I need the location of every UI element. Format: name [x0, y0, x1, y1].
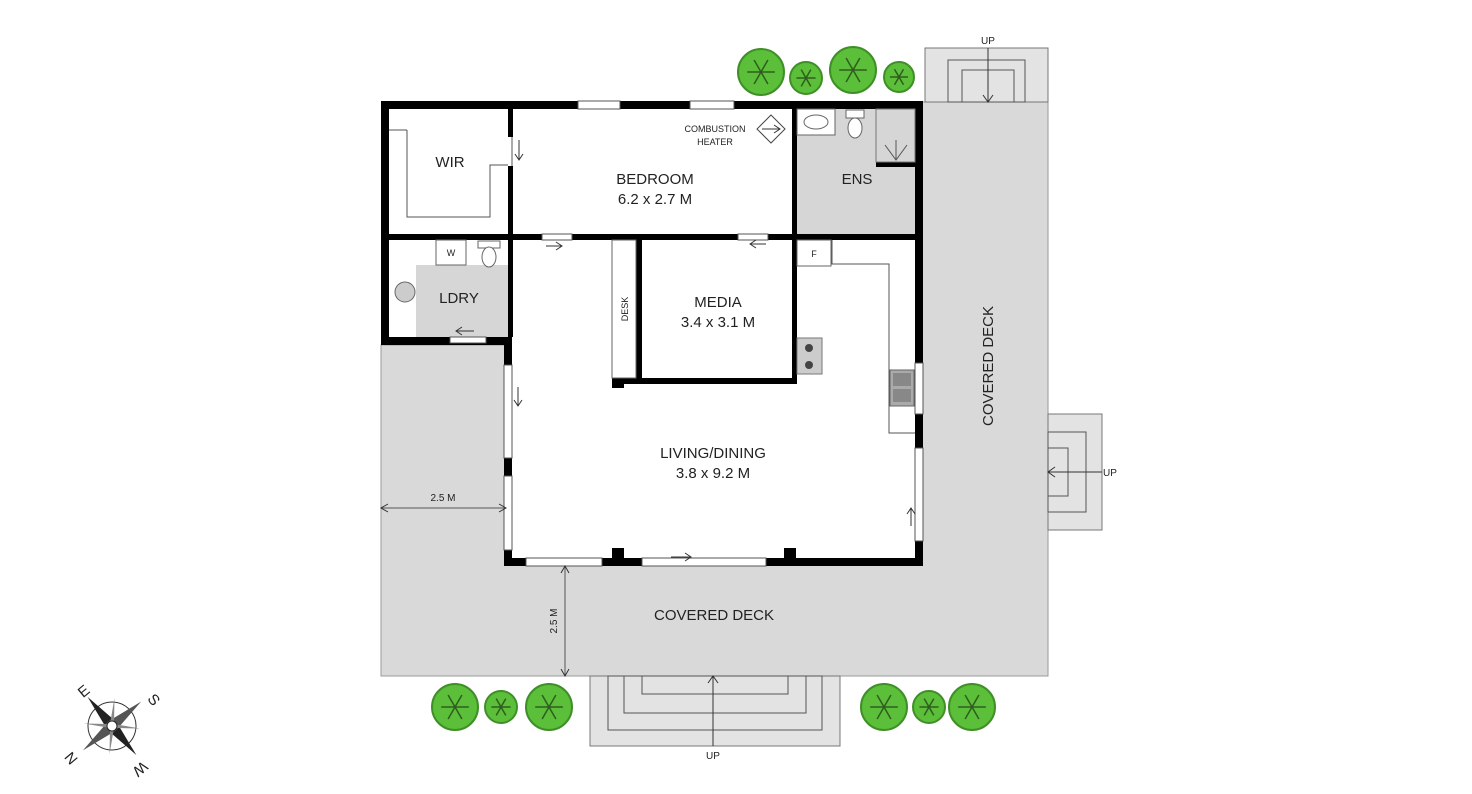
heater-icon	[756, 114, 786, 144]
stairs-right	[1047, 413, 1103, 531]
dimension-deck-left	[379, 503, 508, 513]
room-bedroom-label: BEDROOM	[616, 171, 694, 188]
dimension-deck-bottom-label: 2.5 M	[549, 608, 560, 633]
covered-deck	[380, 101, 1049, 677]
tree-icon	[883, 61, 915, 93]
stairs-top-label: UP	[981, 36, 995, 47]
room-ens-label: ENS	[842, 171, 873, 188]
washer-label: W	[447, 248, 456, 258]
room-media-size: 3.4 x 3.1 M	[681, 314, 755, 331]
room-living-label: LIVING/DINING	[660, 445, 766, 462]
dimension-deck-left-label: 2.5 M	[430, 493, 455, 504]
tree-icon	[948, 683, 996, 731]
door-markers	[449, 137, 916, 562]
trees	[431, 46, 996, 731]
desk	[611, 239, 637, 379]
heater-label-2: HEATER	[697, 137, 733, 147]
vanity	[796, 108, 836, 136]
deck-bottom-label: COVERED DECK	[654, 607, 774, 624]
room-wir-label: WIR	[435, 154, 464, 171]
room-bedroom-size: 6.2 x 2.7 M	[618, 191, 692, 208]
tree-icon	[525, 683, 573, 731]
stairs-bottom	[589, 675, 841, 747]
washer	[435, 239, 467, 266]
laundry-tub	[394, 281, 416, 303]
room-ldry-label: LDRY	[439, 290, 479, 307]
tree-icon	[431, 683, 479, 731]
compass-south: S	[144, 691, 163, 710]
stairs-bottom-label: UP	[706, 751, 720, 762]
stairs-top	[924, 47, 1049, 103]
deck-right-label: COVERED DECK	[980, 306, 997, 426]
tree-icon	[789, 61, 823, 95]
compass-north: N	[62, 748, 82, 767]
ensuite-toilet	[845, 109, 865, 119]
fridge-label: F	[811, 249, 817, 259]
tree-icon	[484, 690, 518, 724]
fridge	[796, 239, 832, 267]
tree-icon	[860, 683, 908, 731]
kitchen-bench	[831, 240, 915, 434]
room-media-label: MEDIA	[694, 294, 742, 311]
compass-east: E	[75, 682, 94, 701]
shower	[875, 108, 916, 163]
heater-label-1: COMBUSTION	[684, 124, 745, 134]
compass-icon	[82, 696, 142, 756]
dimension-deck-bottom	[560, 564, 570, 678]
tree-icon	[912, 690, 946, 724]
desk-label: DESK	[620, 297, 630, 322]
laundry-floor	[416, 265, 508, 337]
stairs-right-label: UP	[1103, 468, 1117, 479]
tree-icon	[829, 46, 877, 94]
room-living-size: 3.8 x 9.2 M	[676, 465, 750, 482]
compass-west: W	[128, 757, 150, 780]
tree-icon	[737, 48, 785, 96]
